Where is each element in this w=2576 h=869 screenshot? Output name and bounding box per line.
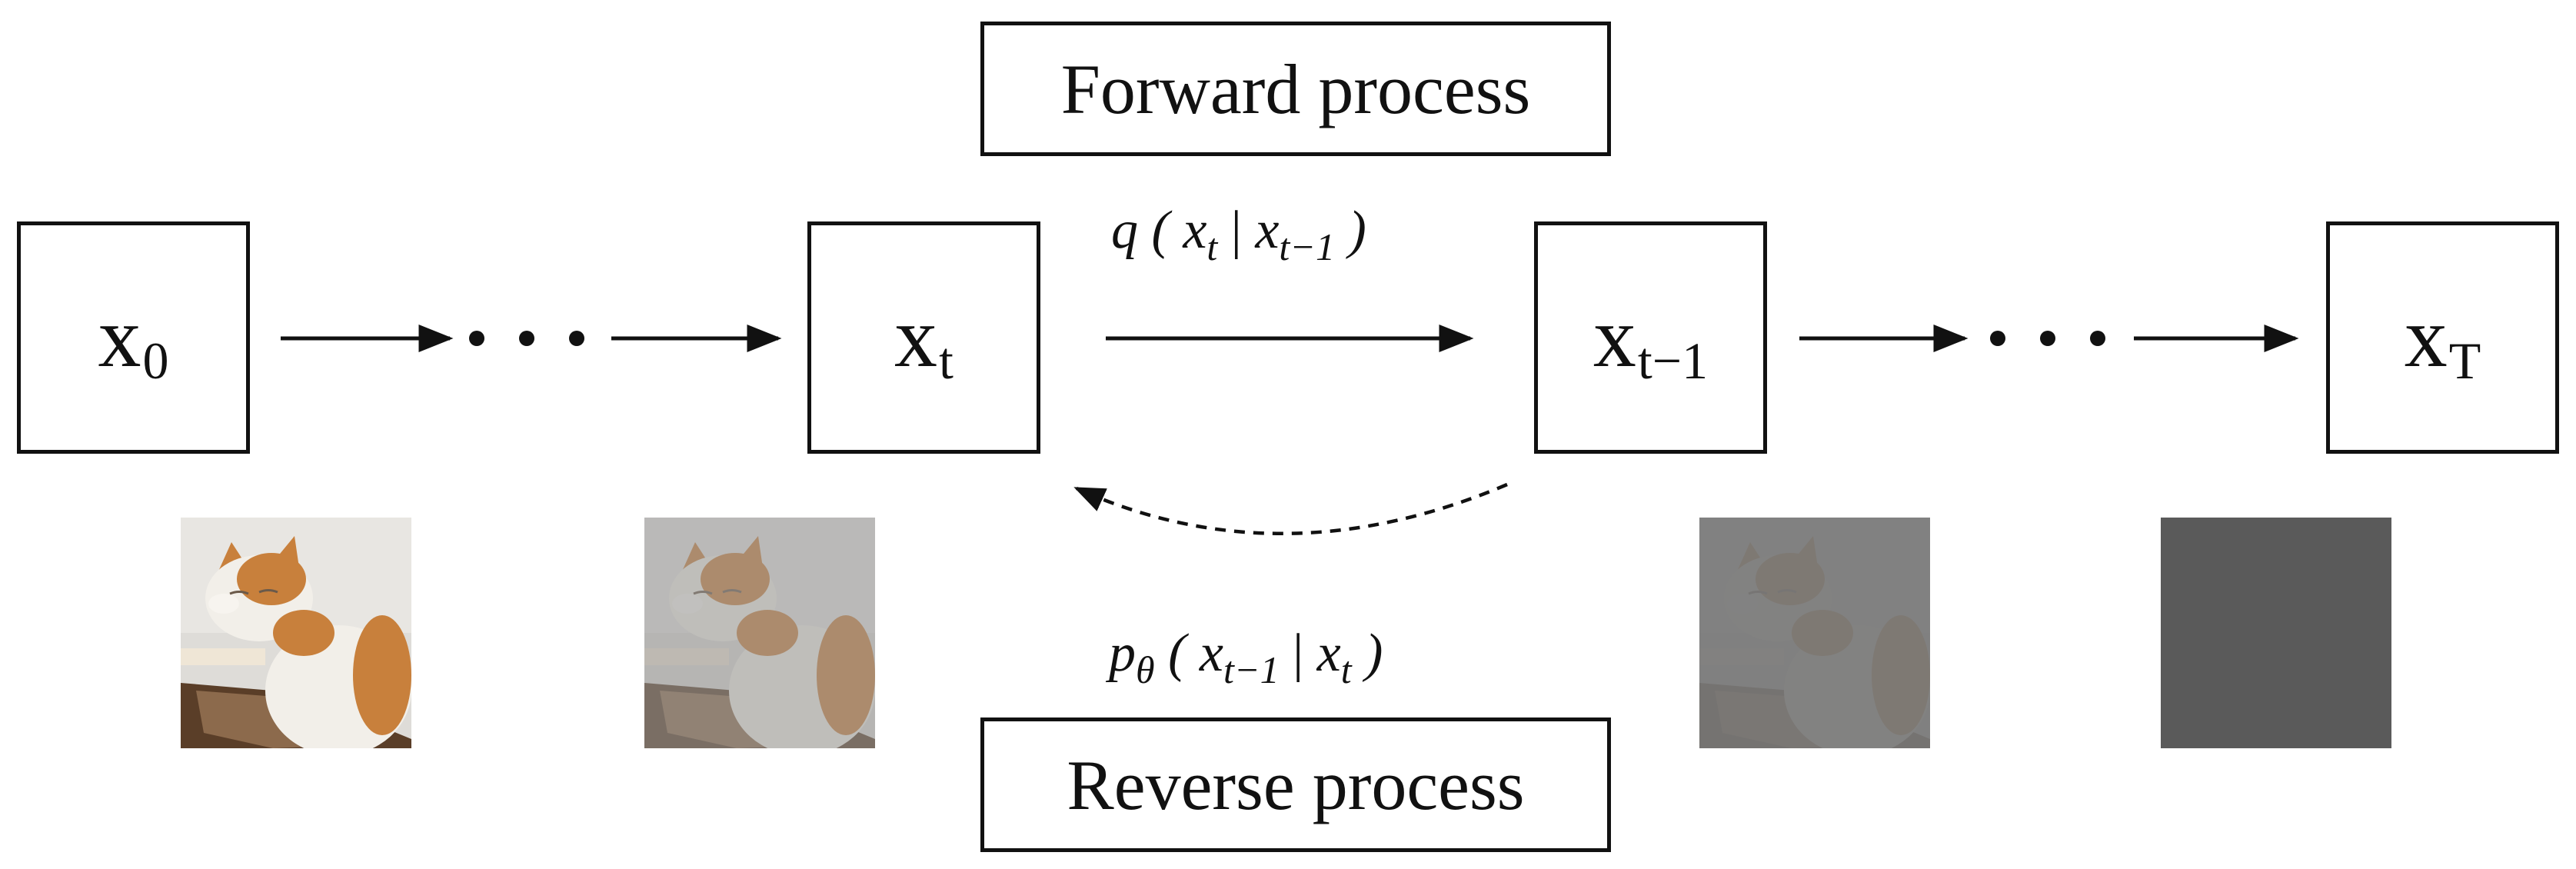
arrow-reverse-step: [1073, 482, 1508, 536]
reverse-process-title-box: Reverse process: [980, 718, 1611, 852]
state-label-base: x: [2404, 290, 2448, 385]
cat-image: [1699, 518, 1930, 748]
reverse-formula: pθ ( xt−1 | xt ): [1109, 624, 1383, 690]
formula-var: x: [1183, 201, 1207, 260]
formula-sub: t−1: [1279, 225, 1336, 268]
formula-var: x: [1255, 201, 1280, 260]
state-label-base: x: [1593, 290, 1636, 385]
reverse-process-title: Reverse process: [1067, 745, 1525, 824]
thumbnail-clean-cat: [181, 518, 411, 748]
ellipsis-dot: [2040, 331, 2055, 346]
ellipsis-dot: [519, 331, 534, 346]
forward-process-title-box: Forward process: [980, 22, 1611, 156]
cat-image: [181, 518, 411, 748]
formula-sub: t−1: [1223, 648, 1280, 691]
formula-var: x: [1199, 624, 1223, 683]
state-label-sub: 0: [142, 331, 169, 390]
state-label-sub: t: [939, 331, 954, 390]
thumbnail-pure-noise: [2161, 518, 2391, 748]
formula-var: x: [1316, 624, 1341, 683]
noise-image: [2161, 518, 2391, 748]
formula-close-paren: ): [1348, 201, 1366, 260]
formula-bar: |: [1230, 201, 1242, 260]
ellipsis-dot: [569, 331, 584, 346]
formula-bar: |: [1293, 624, 1304, 683]
state-label-base: x: [894, 290, 938, 385]
thumbnail-very-noisy-cat: [1699, 518, 1930, 748]
formula-open-paren: (: [1168, 624, 1186, 683]
forward-process-title: Forward process: [1060, 49, 1531, 128]
formula-sub: t: [1340, 648, 1352, 691]
state-label-sub: T: [2448, 331, 2481, 390]
forward-formula: q ( xt | xt−1 ): [1111, 201, 1366, 267]
thumbnail-noisy-cat: [644, 518, 875, 748]
formula-sub: θ: [1136, 648, 1155, 691]
state-label-base: x: [98, 290, 141, 385]
formula-open-paren: (: [1151, 201, 1170, 260]
formula-sub: t: [1206, 225, 1218, 268]
formula-head: p: [1109, 624, 1136, 683]
ellipsis-dot: [469, 331, 484, 346]
formula-head: q: [1111, 201, 1138, 260]
state-label-sub: t−1: [1637, 331, 1709, 390]
ellipsis-dot: [2090, 331, 2105, 346]
formula-close-paren: ): [1365, 624, 1383, 683]
ellipsis-dot: [1990, 331, 2005, 346]
cat-image: [644, 518, 875, 748]
